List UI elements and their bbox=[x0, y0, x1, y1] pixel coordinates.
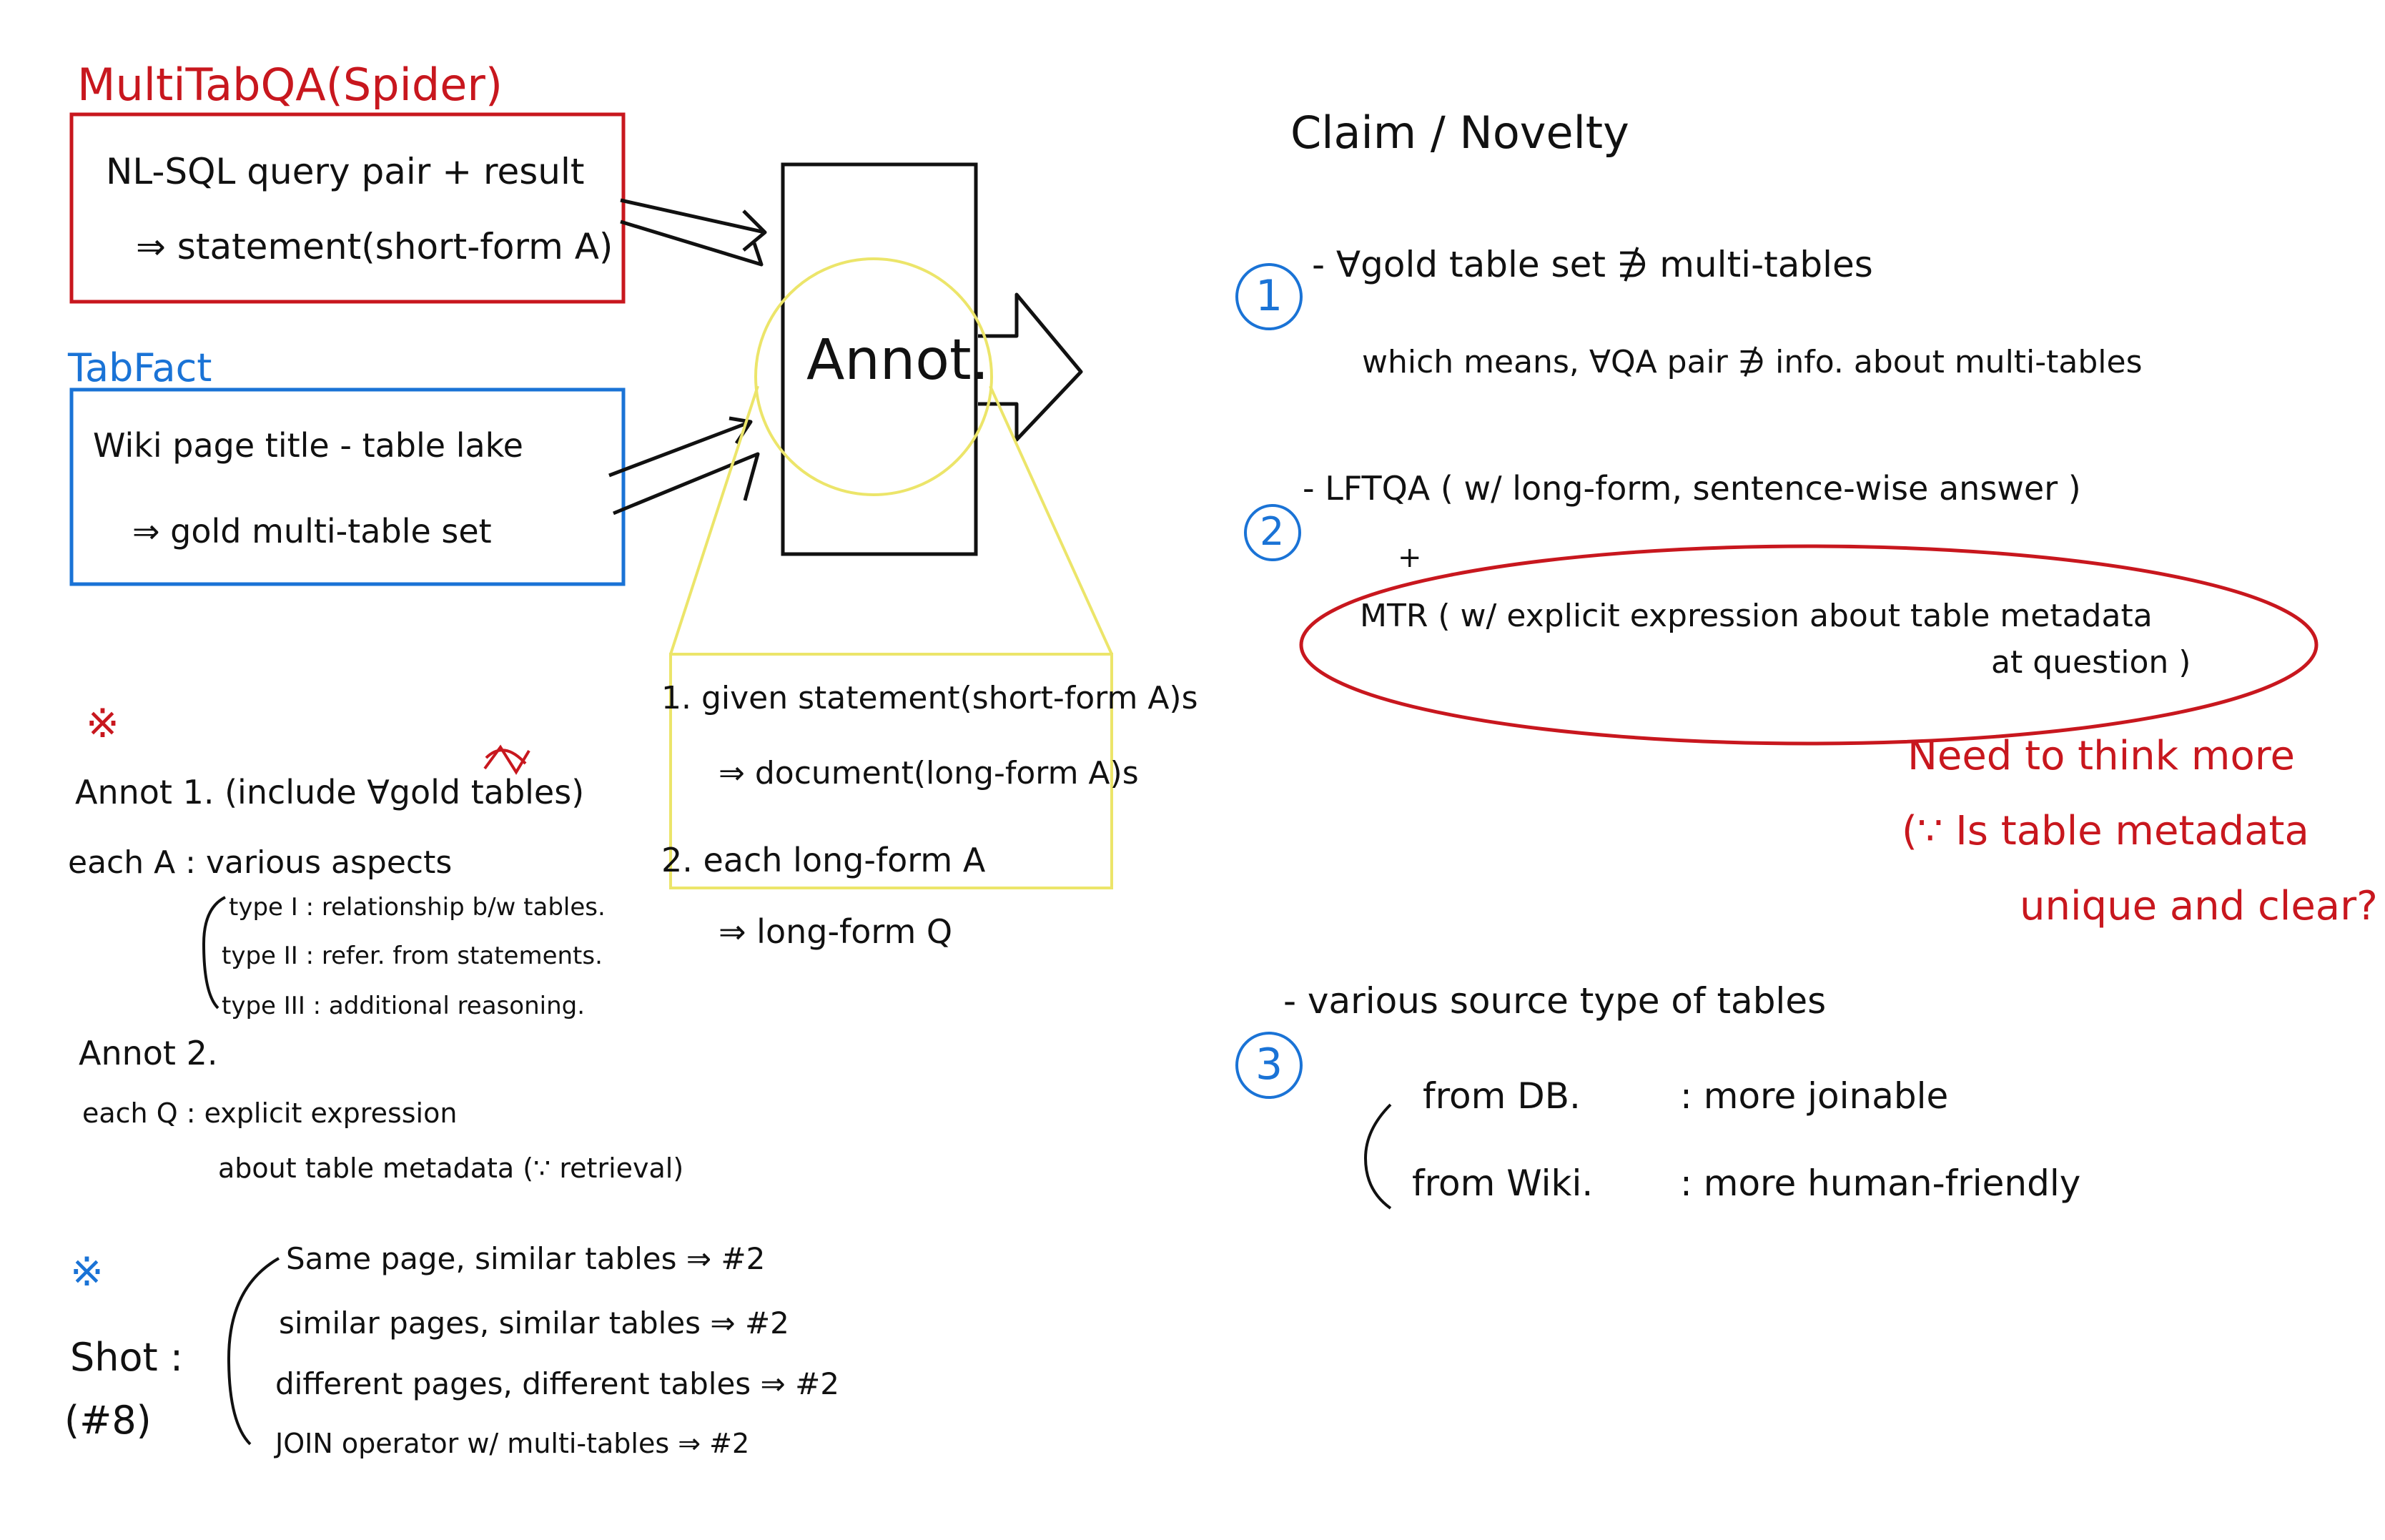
claim-3-wiki-label: from Wiki. bbox=[1412, 1163, 1594, 1204]
mtr-ellipse bbox=[1299, 544, 2319, 746]
shot-item: JOIN operator w/ multi-tables ⇒ #2 bbox=[275, 1428, 750, 1459]
type-1-line: type I : relationship b/w tables. bbox=[229, 893, 606, 922]
claim-2-circle bbox=[1244, 504, 1301, 561]
multitabqa-line-2: ⇒ statement(short-form A) bbox=[136, 226, 613, 267]
claim-2-mtr-line-2: at question ) bbox=[1991, 644, 2191, 681]
shots-bracket bbox=[227, 1257, 280, 1446]
each-q-line: each Q : explicit expression bbox=[82, 1097, 458, 1129]
annot-output-arrow bbox=[978, 292, 1083, 442]
type-3-line: type III : additional reasoning. bbox=[222, 992, 586, 1020]
claim-2-note-3: unique and clear? ) bbox=[2020, 883, 2385, 929]
claim-2-number: 2 bbox=[1260, 509, 1285, 554]
shot-item: Same page, similar tables ⇒ #2 bbox=[286, 1241, 766, 1276]
annot-box-label: Annot. bbox=[806, 328, 989, 393]
claim-3-db-value: : more joinable bbox=[1680, 1075, 1949, 1117]
zoom-line-2: ⇒ document(long-form A)s bbox=[719, 755, 1139, 791]
claim-novelty-title: Claim / Novelty bbox=[1290, 107, 1629, 159]
claim-2-mtr-line-1: MTR ( w/ explicit expression about table… bbox=[1360, 598, 2153, 634]
annot-2-title: Annot 2. bbox=[79, 1034, 218, 1072]
multitabqa-line-1: NL-SQL query pair + result bbox=[106, 151, 585, 192]
zoom-line-right bbox=[989, 385, 1113, 655]
each-a-line: each A : various aspects bbox=[68, 844, 453, 881]
multitabqa-box bbox=[69, 112, 626, 304]
claim-1-number: 1 bbox=[1255, 271, 1283, 321]
tabfact-line-2: ⇒ gold multi-table set bbox=[132, 512, 492, 551]
arrow-from-multitabqa bbox=[620, 198, 767, 267]
shot-item: different pages, different tables ⇒ #2 bbox=[275, 1366, 839, 1401]
claim-3-circle bbox=[1235, 1032, 1303, 1099]
zoom-line-4: ⇒ long-form Q bbox=[719, 912, 953, 951]
annot-1-title: Annot 1. (include ∀gold tables) bbox=[75, 773, 585, 811]
tabfact-title: TabFact bbox=[68, 345, 212, 390]
zoom-line-3: 2. each long-form A bbox=[661, 841, 986, 879]
arrow-from-tabfact bbox=[608, 416, 760, 515]
red-check-mark bbox=[483, 744, 530, 775]
shot-count: (#8) bbox=[64, 1398, 152, 1443]
claim-1-line-2: which means, ∀QA pair ∌ info. about mult… bbox=[1362, 344, 2143, 380]
annot-zoom-circle bbox=[754, 257, 993, 496]
tabfact-line-1: Wiki page title - table lake bbox=[93, 426, 523, 465]
claim-3-db-label: from DB. bbox=[1423, 1075, 1581, 1117]
claim-3-wiki-value: : more human-friendly bbox=[1680, 1163, 2081, 1204]
annot-box bbox=[781, 162, 978, 556]
claim-2-plus: + bbox=[1398, 541, 1422, 574]
annot-zoom-box bbox=[669, 653, 1113, 889]
about-metadata-line: about table metadata (∵ retrieval) bbox=[218, 1152, 684, 1184]
zoom-line-1: 1. given statement(short-form A)s bbox=[661, 680, 1198, 716]
type-2-line: type II : refer. from statements. bbox=[222, 942, 603, 970]
claim-1-line-1: - ∀gold table set ∌ multi-tables bbox=[1312, 244, 1873, 285]
sources-bracket bbox=[1363, 1103, 1392, 1210]
claim-3-number: 3 bbox=[1255, 1040, 1283, 1090]
claim-1-circle bbox=[1235, 263, 1303, 330]
zoom-line-left bbox=[669, 385, 759, 655]
tabfact-box bbox=[69, 388, 626, 586]
shot-item: similar pages, similar tables ⇒ #2 bbox=[279, 1305, 789, 1341]
claim-2-line-1: - LFTQA ( w/ long-form, sentence-wise an… bbox=[1303, 469, 2081, 508]
shot-label: Shot : bbox=[70, 1335, 184, 1380]
claim-2-note-1: Need to think more bbox=[1907, 733, 2295, 779]
note-2-mark: ※ bbox=[70, 1249, 104, 1295]
claim-3-line-1: - various source type of tables bbox=[1283, 980, 1827, 1022]
claim-2-note-2: (∵ Is table metadata bbox=[1902, 808, 2309, 854]
multitabqa-title: MultiTabQA(Spider) bbox=[77, 59, 503, 111]
note-1-mark: ※ bbox=[86, 701, 119, 747]
types-bracket bbox=[202, 896, 226, 1010]
